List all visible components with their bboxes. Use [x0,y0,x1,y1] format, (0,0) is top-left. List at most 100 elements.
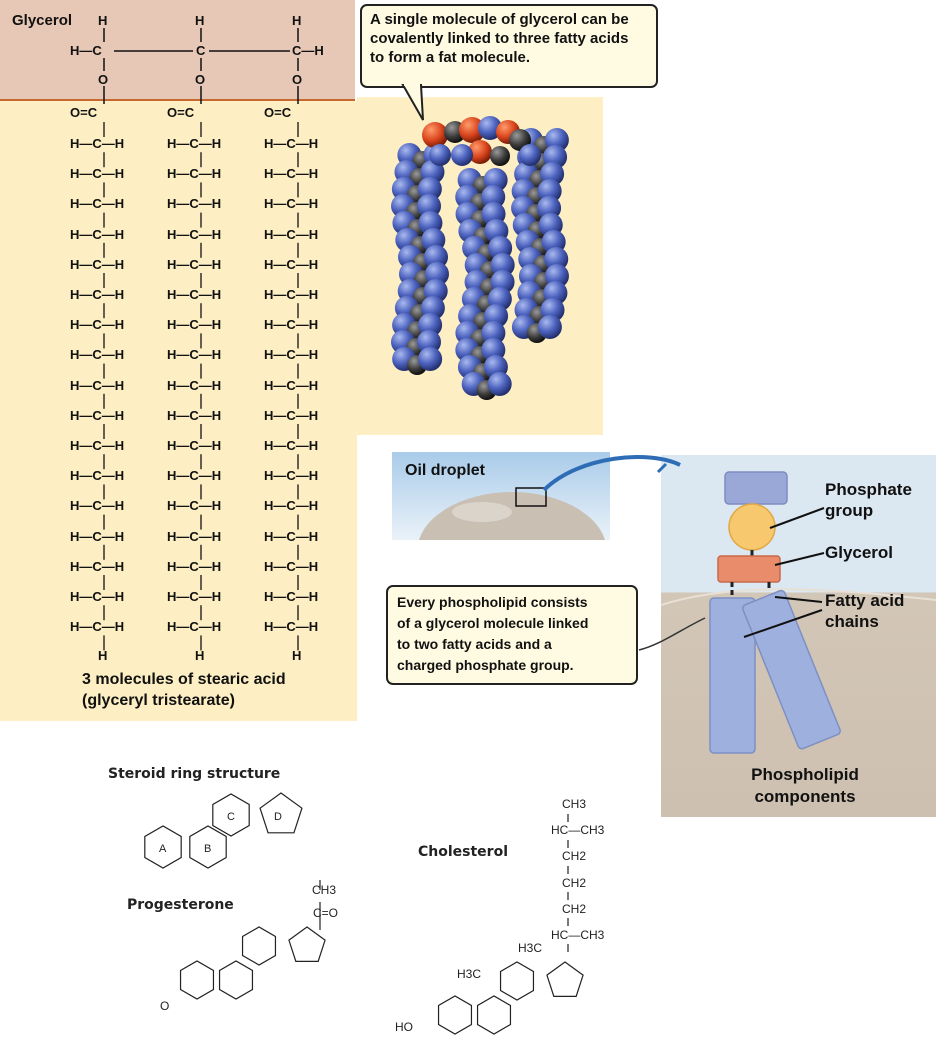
glycerol-o-3: O [292,72,303,87]
chain-row-1-3: H—C—H [70,196,125,212]
fatty-acid-label-line1: Fatty acid [825,591,905,610]
fatty-acid-structures [103,28,299,651]
glycerol-o-2: O [195,72,206,87]
phosphate-label-line1: Phosphate [825,480,912,499]
fatty-acid-label-line2: chains [825,612,879,631]
chain-row-2-15: H—C—H [167,558,222,574]
chain-row-2-12: H—C—H [167,468,222,484]
chain-row-1-2: H—C—H [70,166,125,182]
glycerol-divider [0,99,355,101]
phospholipid-callout-line2: of a glycerol molecule linked [397,615,589,631]
chain-row-3-16: H—C—H [264,589,319,604]
chain-row-2-10: H—C—H [167,407,222,423]
glycerol-o-1: O [98,72,109,87]
svg-text:HC—CH3: HC—CH3 [551,823,605,837]
svg-text:H3C: H3C [518,941,542,955]
chain-row-3-13: H—C—H [264,498,319,514]
chain-row-1-10: H—C—H [70,407,125,423]
chain-row-3-9: H—C—H [264,377,319,393]
glycerol-h-3: H [292,13,302,28]
chain-row-2-8: H—C—H [167,347,222,363]
phospholipid-caption-line1: Phospholipid [751,765,859,784]
stearic-caption-2: (glyceryl tristearate) [82,692,235,709]
progesterone-label: Progesterone [127,897,234,913]
chain-row-1-1: H—C—H [70,136,125,151]
chain-row-3-8: H—C—H [264,347,319,363]
phospholipid-caption-line2: components [754,787,856,806]
chain-row-2-9: H—C—H [167,377,222,393]
phospholipid-callout-line4: charged phosphate group. [397,657,574,673]
phospholipid-callout: Every phospholipid consists of a glycero… [386,585,638,685]
chain-row-1-6: H—C—H [70,287,125,302]
fatty-acid-chains-label: Fatty acid chains [825,590,904,632]
svg-text:C=O: C=O [313,906,338,920]
svg-text:C: C [227,811,235,823]
stearic-caption-1: 3 molecules of stearic acid [82,671,286,688]
chain-row-1-15: H—C—H [70,558,125,574]
fat-callout-line3: to form a fat molecule. [370,49,531,66]
chain-row-1-14: H—C—H [70,528,125,544]
phospholipid-caption: Phospholipid components [740,764,870,808]
svg-text:H3C: H3C [457,967,481,981]
chain-row-3-6: H—C—H [264,287,319,302]
glycerol-hc: H—C [70,43,102,58]
svg-text:CH2: CH2 [562,876,586,890]
fat-callout-pointer [401,80,424,121]
glycerol-ch: C—H [292,43,324,58]
terminal-h-1: H [98,648,108,663]
svg-text:CH3: CH3 [562,797,586,811]
svg-text:B: B [204,843,211,855]
carbonyl-3: O=C [264,105,292,120]
svg-text:CH3: CH3 [312,883,336,897]
chain-row-2-6: H—C—H [167,287,222,302]
chain-row-3-15: H—C—H [264,558,319,574]
terminal-h-3: H [292,648,302,663]
carbonyl-1: O=C [70,105,98,120]
chain-row-1-12: H—C—H [70,468,125,484]
phosphate-group-label: Phosphate group [825,479,912,521]
chain-row-3-7: H—C—H [264,317,319,333]
fat-space-filling-model [391,116,569,400]
steroid-ring-label: Steroid ring structure [108,766,281,782]
svg-text:D: D [274,811,282,823]
chain-row-3-4: H—C—H [264,226,319,242]
phospholipid-callout-line1: Every phospholipid consists [397,594,588,610]
chain-row-3-11: H—C—H [264,438,319,453]
oil-droplet-label: Oil droplet [405,462,485,479]
chain-row-1-17: H—C—H [70,619,125,635]
oil-droplet-graphic [418,487,606,540]
fat-callout-line1: A single molecule of glycerol can be [370,11,629,28]
chain-row-2-16: H—C—H [167,589,222,604]
svg-text:HC—CH3: HC—CH3 [551,928,605,942]
chain-row-1-7: H—C—H [70,317,125,333]
chain-row-3-2: H—C—H [264,166,319,182]
chain-row-2-4: H—C—H [167,226,222,242]
chain-row-3-17: H—C—H [264,619,319,635]
chain-row-1-16: H—C—H [70,589,125,604]
chain-row-3-10: H—C—H [264,407,319,423]
svg-text:A: A [159,843,167,855]
chain-row-3-14: H—C—H [264,528,319,544]
chain-row-1-11: H—C—H [70,438,125,453]
cholesterol-label: Cholesterol [418,844,508,860]
fat-callout: A single molecule of glycerol can be cov… [360,4,658,88]
glycerol-label: Glycerol [825,543,894,562]
phospholipid-callout-line3: to two fatty acids and a [397,636,552,652]
chain-row-1-4: H—C—H [70,226,125,242]
svg-text:O: O [160,999,169,1013]
svg-text:CH2: CH2 [562,849,586,863]
chain-row-2-2: H—C—H [167,166,222,182]
chain-row-2-13: H—C—H [167,498,222,514]
chain-row-2-1: H—C—H [167,136,222,151]
chain-row-2-14: H—C—H [167,528,222,544]
terminal-h-2: H [195,648,205,663]
fat-callout-line2: covalently linked to three fatty acids [370,30,629,47]
chain-row-2-3: H—C—H [167,196,222,212]
glycerol-panel [0,0,355,100]
carbonyl-2: O=C [167,105,195,120]
chain-row-2-17: H—C—H [167,619,222,635]
chain-row-3-5: H—C—H [264,256,319,272]
glycerol-title: Glycerol [12,12,73,29]
phosphate-label-line2: group [825,501,874,520]
